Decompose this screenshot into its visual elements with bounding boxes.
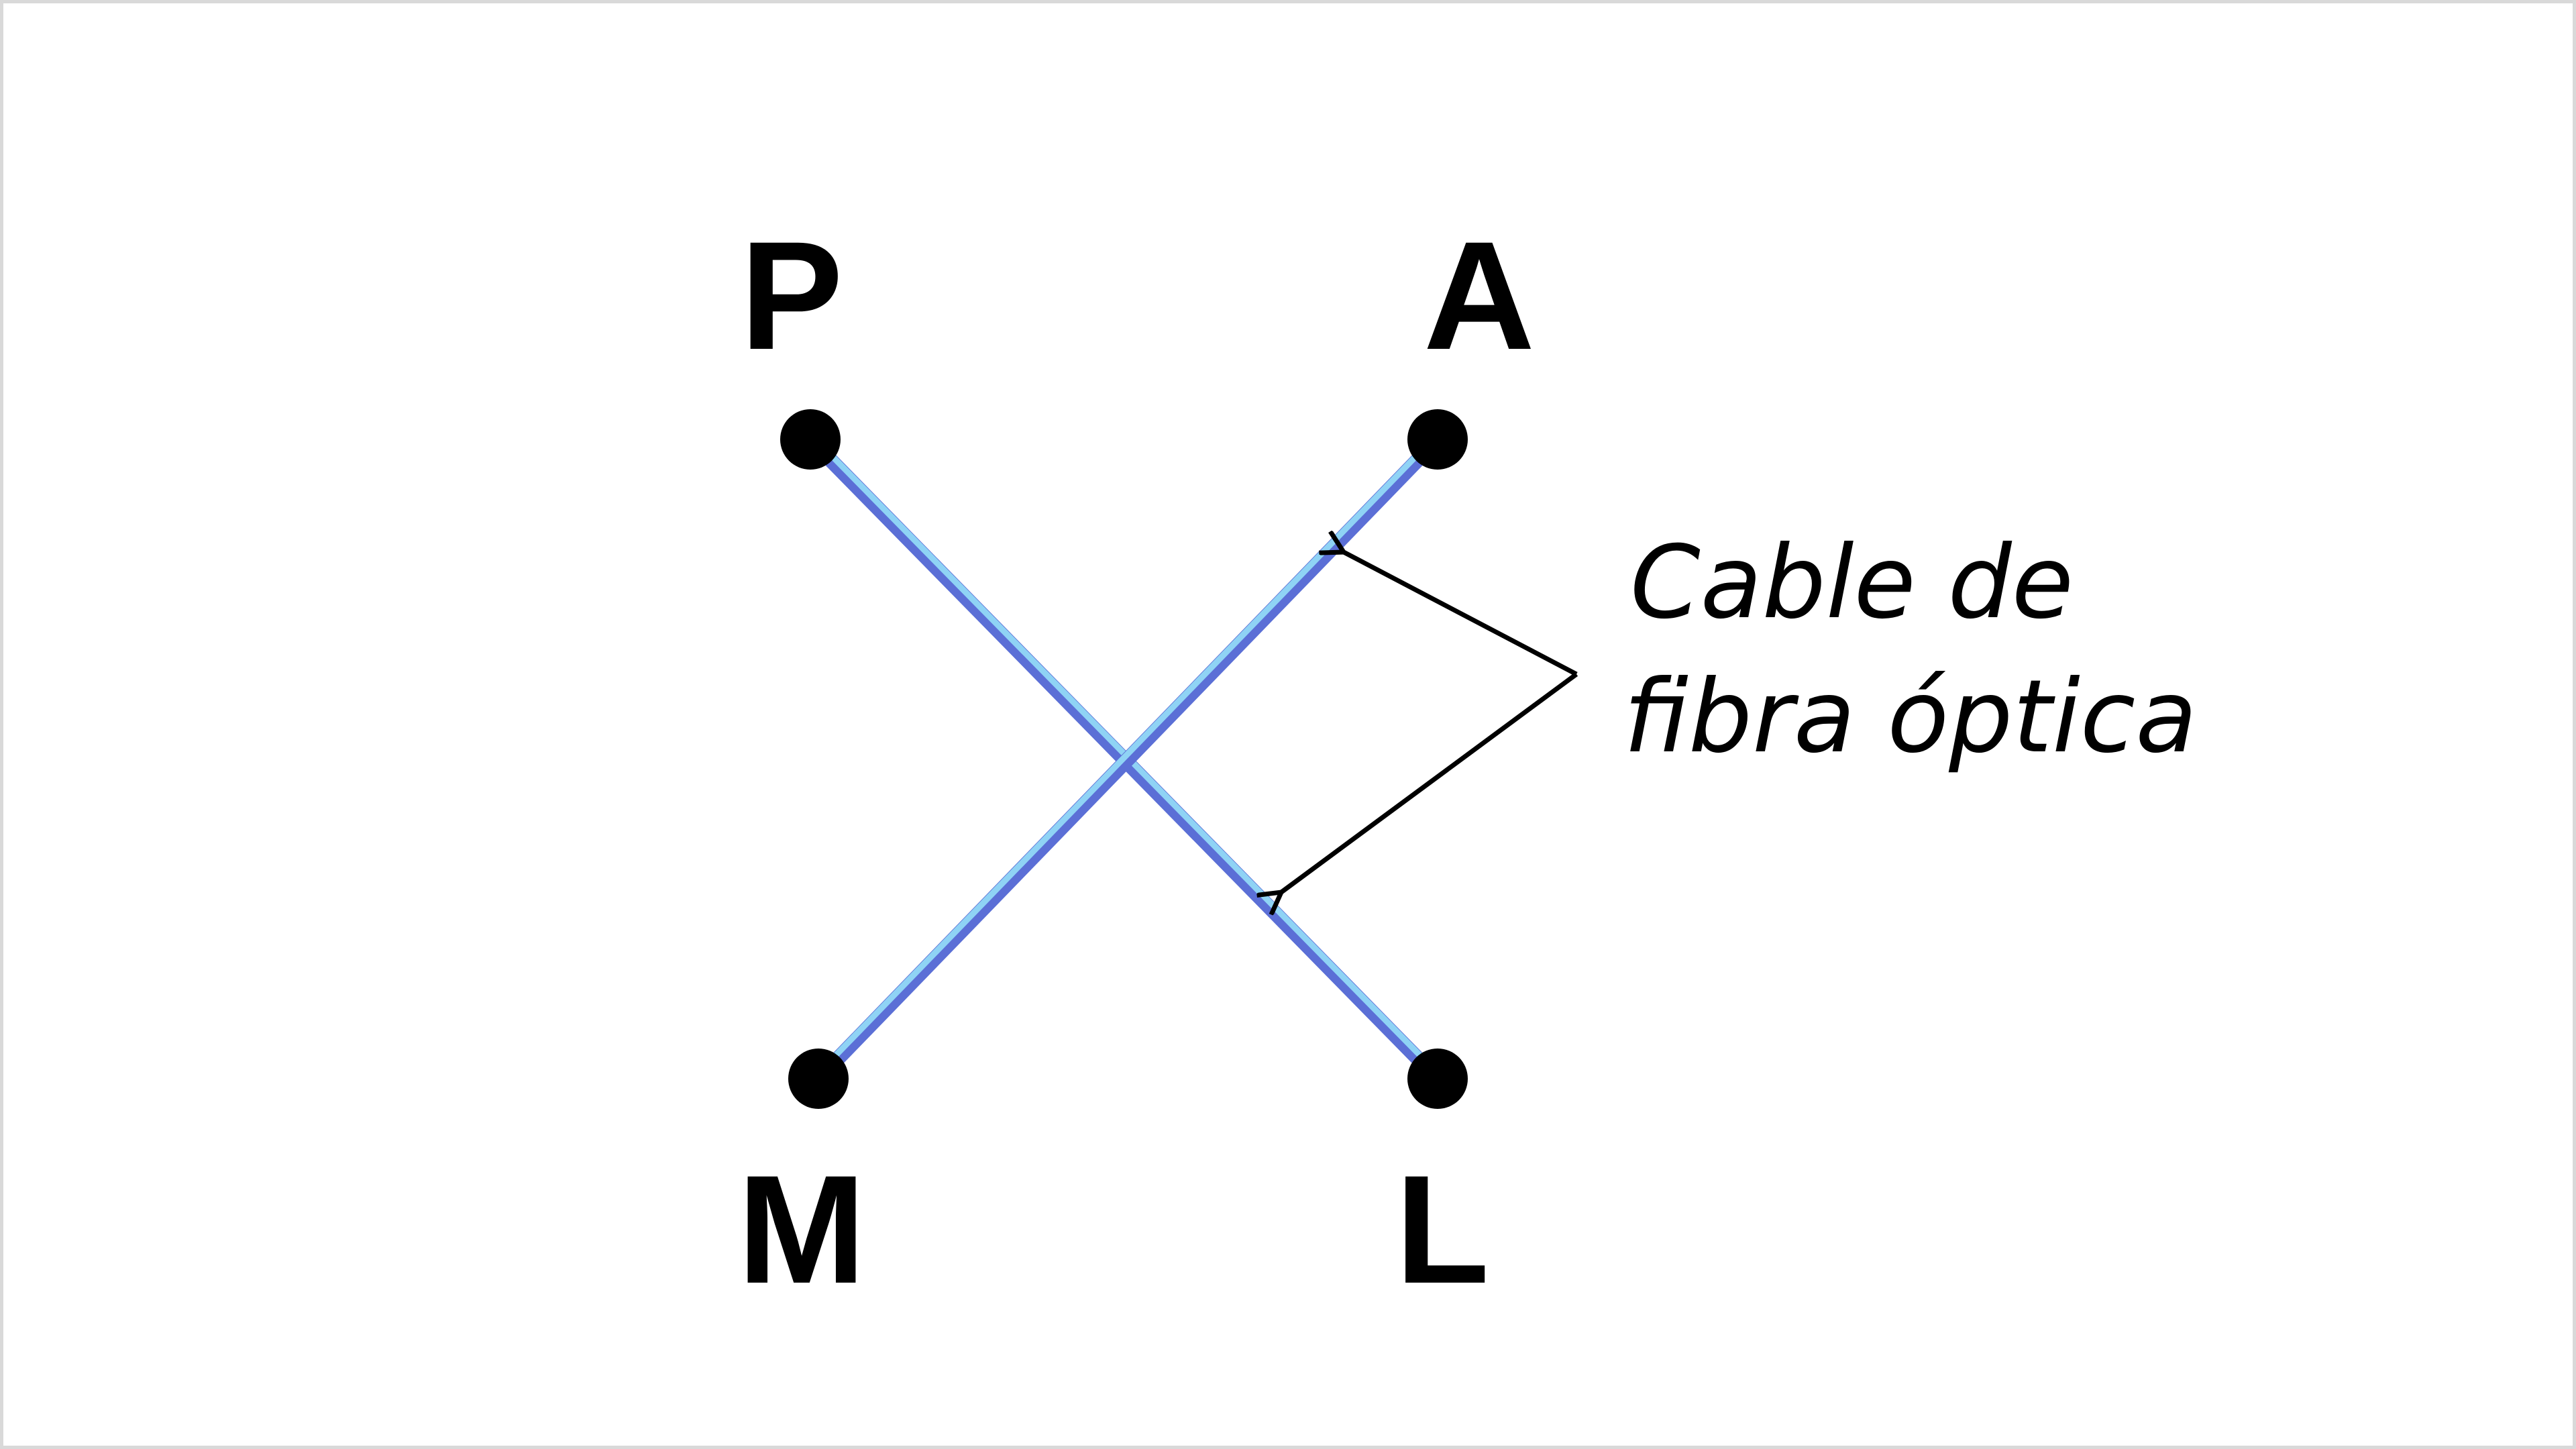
node-p-dot [780,409,841,470]
annotation-line-2: fibra óptica [1623,659,2197,775]
annotation-line-1: Cable de [1630,525,2074,641]
node-l-dot [1407,1049,1468,1109]
node-m-label: M [737,1143,866,1316]
node-a-dot [1407,409,1468,470]
node-p-label: P [740,209,843,382]
node-a-label: A [1424,209,1535,382]
node-m-dot [788,1049,849,1109]
annotation-arrows [1281,552,1578,892]
node-l-label: L [1395,1143,1490,1316]
